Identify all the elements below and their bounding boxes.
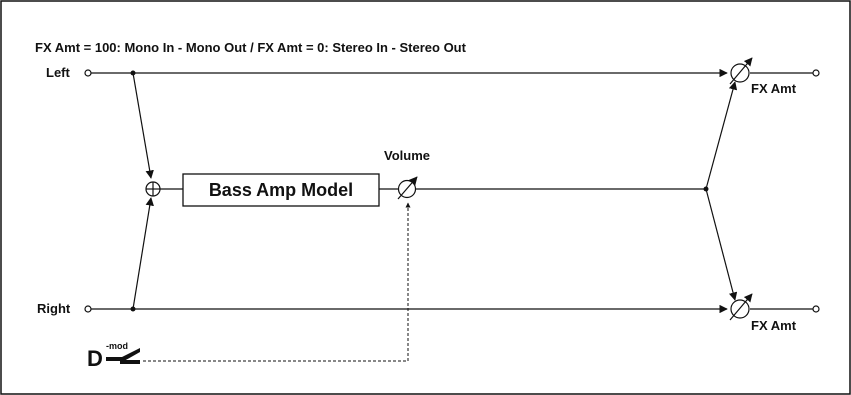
dmod-mod-label: -mod — [106, 341, 128, 351]
right-output-terminal — [812, 305, 820, 313]
top-fx-amt-knob-icon — [729, 57, 753, 85]
dmod-slope-icon — [106, 348, 140, 364]
diagram-title: FX Amt = 100: Mono In - Mono Out / FX Am… — [35, 40, 467, 55]
bass-amp-model-block — [182, 173, 380, 207]
right-to-sum-arrow — [132, 197, 154, 310]
left-output-terminal — [812, 69, 820, 77]
volume-knob-icon — [397, 176, 418, 200]
split-to-bottom-fx-arrow — [705, 188, 738, 301]
right-input-label: Right — [37, 301, 71, 316]
left-input-terminal — [84, 69, 92, 77]
bottom-fx-amt-knob-icon — [729, 293, 753, 321]
sum-node-icon — [145, 181, 161, 197]
bottom-fx-amt-label: FX Amt — [751, 318, 797, 333]
right-input-terminal — [84, 305, 92, 313]
left-input-label: Left — [46, 65, 71, 80]
volume-label: Volume — [384, 148, 430, 163]
dmod-d-label: D — [87, 346, 103, 371]
top-fx-amt-label: FX Amt — [751, 81, 797, 96]
dmod-to-volume-dashed-line — [143, 202, 411, 362]
split-to-top-fx-arrow — [705, 81, 738, 190]
bass-amp-model-label: Bass Amp Model — [209, 180, 353, 200]
left-to-sum-arrow — [132, 72, 154, 179]
